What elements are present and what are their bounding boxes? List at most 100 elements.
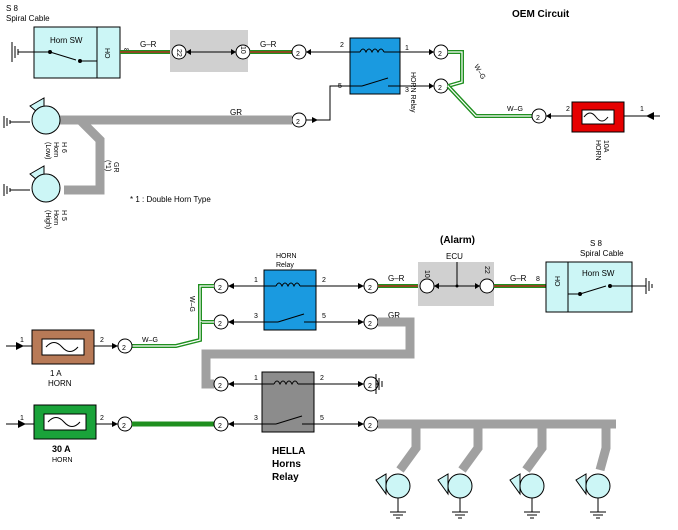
oem-wire-gr-2-label: G–R (260, 40, 277, 49)
mod-conn-fuse1-label: 2 (122, 345, 126, 352)
mod-fuse1-amp: 1 A (50, 369, 62, 378)
mod-fuse1-name: HORN (48, 379, 72, 388)
oem-footnote: * 1 : Double Horn Type (130, 195, 211, 204)
mod-horn-icon-1 (375, 473, 411, 519)
mod-horn-switch-icon (568, 278, 653, 296)
mod-hella-line3: Relay (272, 472, 299, 483)
mod-spiral-name: Spiral Cable (580, 249, 624, 258)
mod-conn-relay3-label: 2 (218, 321, 222, 328)
mod-horn-relay (263, 269, 317, 331)
oem-wire-w-g (446, 50, 532, 118)
mod-conn-gr-label: 2 (368, 321, 372, 328)
oem-conn-3r-label: 2 (438, 85, 442, 92)
oem-fuse-name: HORN (594, 140, 601, 161)
oem-wire-gr-1-label: G–R (140, 40, 157, 49)
mod-fuse2-pin-2: 2 (100, 415, 104, 422)
mod-wire-gr-label: GR (388, 311, 400, 320)
mod-spiral-cable-box (545, 261, 633, 313)
oem-spiral-ground-icon (11, 42, 34, 62)
mod-fuse2-pin-1: 1 (20, 415, 24, 422)
mod-wire-gr-gray (201, 317, 415, 389)
oem-wire-gr-branch-label: GR (112, 162, 119, 173)
oem-relay-coil-icon (350, 48, 400, 87)
oem-wire-w-g-2-label: W–G (507, 106, 523, 113)
mod-relay-name-line1: HORN (276, 253, 297, 260)
oem-horn-high-type: (High) (44, 210, 51, 229)
mod-spiral-id: S 8 (590, 239, 603, 248)
mod-conn-hella3-label: 2 (218, 423, 222, 430)
mod-conn-hella1-label: 2 (218, 383, 222, 390)
mod-horn-icon-4 (575, 473, 611, 519)
mod-conn-22 (479, 278, 495, 294)
oem-wire-gr-main-label: GR (230, 108, 242, 117)
oem-horn-switch-icon (34, 50, 97, 63)
oem-spiral-id: S 8 (6, 4, 19, 13)
oem-horn-low-id: H 6 (60, 142, 67, 153)
mod-alarm-label: (Alarm) (440, 235, 475, 246)
oem-title: OEM Circuit (512, 9, 570, 20)
mod-horn-icon-3 (509, 473, 545, 519)
mod-conn-relay1-label: 2 (218, 285, 222, 292)
oem-horn-high-id: H 5 (60, 210, 67, 221)
mod-hella-pin-1: 1 (254, 375, 258, 382)
oem-fuse-pin-2: 2 (566, 106, 570, 113)
mod-ecu-label: ECU (446, 252, 463, 261)
oem-conn-10: 10 (239, 46, 246, 54)
oem-spiral-name: Spiral Cable (6, 14, 50, 23)
oem-fuse-pin-1: 1 (640, 106, 644, 113)
oem-wire-gr-main: 2 (60, 85, 350, 195)
mod-wire-gr-r-1-label: G–R (388, 274, 405, 283)
mod-fuse2-amp: 30 A (52, 444, 71, 454)
mod-hella-ground-icon (375, 374, 383, 394)
mod-conn-ecu-left-label: 2 (368, 285, 372, 292)
mod-relay-pin-1: 1 (254, 277, 258, 284)
mod-hella-coil-icon (262, 380, 314, 425)
mod-horn-icon-2 (437, 473, 473, 519)
oem-ho-label: HO (103, 48, 110, 59)
oem-conn-2a-label: 2 (296, 51, 300, 58)
oem-connector-10: 10 (235, 44, 251, 60)
modified-circuit: (Alarm) ECU HORN Relay 1 2 3 5 2 2 W–G (6, 235, 653, 519)
mod-hella-pin-2: 2 (320, 375, 324, 382)
mod-relay-pin-3: 3 (254, 313, 258, 320)
oem-horn-low-icon (3, 97, 61, 135)
mod-conn-10-label: 10 (423, 270, 430, 278)
mod-pin-8: 8 (536, 276, 540, 283)
mod-relay-pin-5: 5 (322, 313, 326, 320)
oem-fuse-amp: 10A (602, 140, 609, 153)
mod-relay-coil-icon (264, 282, 316, 323)
mod-conn-22-label: 22 (483, 266, 490, 274)
oem-horn-high-icon (3, 165, 61, 203)
oem-connector-22: 22 (171, 44, 187, 60)
mod-conn-fuse2-label: 2 (122, 423, 126, 430)
mod-relay-name-line2: Relay (276, 262, 294, 269)
mod-conn-10 (419, 278, 435, 294)
mod-fuse1-pin-1: 1 (20, 337, 24, 344)
mod-hella-line2: Horns (272, 459, 301, 470)
oem-circuit: OEM Circuit S 8 Spiral Cable Horn SW HO … (3, 4, 660, 229)
oem-fuse-icon (583, 112, 609, 122)
mod-wire-w-g (132, 284, 214, 348)
oem-horn-low-name: Horn (52, 142, 59, 157)
mod-horn-bus (378, 419, 616, 473)
mod-fuse2-name: HORN (52, 457, 73, 464)
oem-horn-high-name: Horn (52, 210, 59, 225)
mod-wire-w-g-v-label: W–G (188, 296, 195, 312)
oem-conn-1r-label: 2 (438, 51, 442, 58)
oem-wire-w-g-1-label: W–G (472, 64, 486, 81)
oem-relay-pin-2: 2 (340, 42, 344, 49)
oem-conn-fuse-label: 2 (536, 115, 540, 122)
mod-hella-relay (261, 371, 315, 433)
mod-fuse1-icon (45, 342, 79, 352)
mod-relay-pin-2: 2 (322, 277, 326, 284)
oem-relay-pin-3: 3 (405, 87, 409, 94)
mod-wire-gr-r-2-label: G–R (510, 274, 527, 283)
mod-ho-label: HO (553, 276, 560, 287)
oem-horn-relay (349, 37, 401, 95)
mod-fuse2-icon (47, 417, 81, 427)
mod-horn-sw-label: Horn SW (582, 269, 615, 278)
oem-relay-pin-1: 1 (405, 45, 409, 52)
mod-hella-pin-3: 3 (254, 415, 258, 422)
mod-hella-line1: HELLA (272, 446, 305, 457)
